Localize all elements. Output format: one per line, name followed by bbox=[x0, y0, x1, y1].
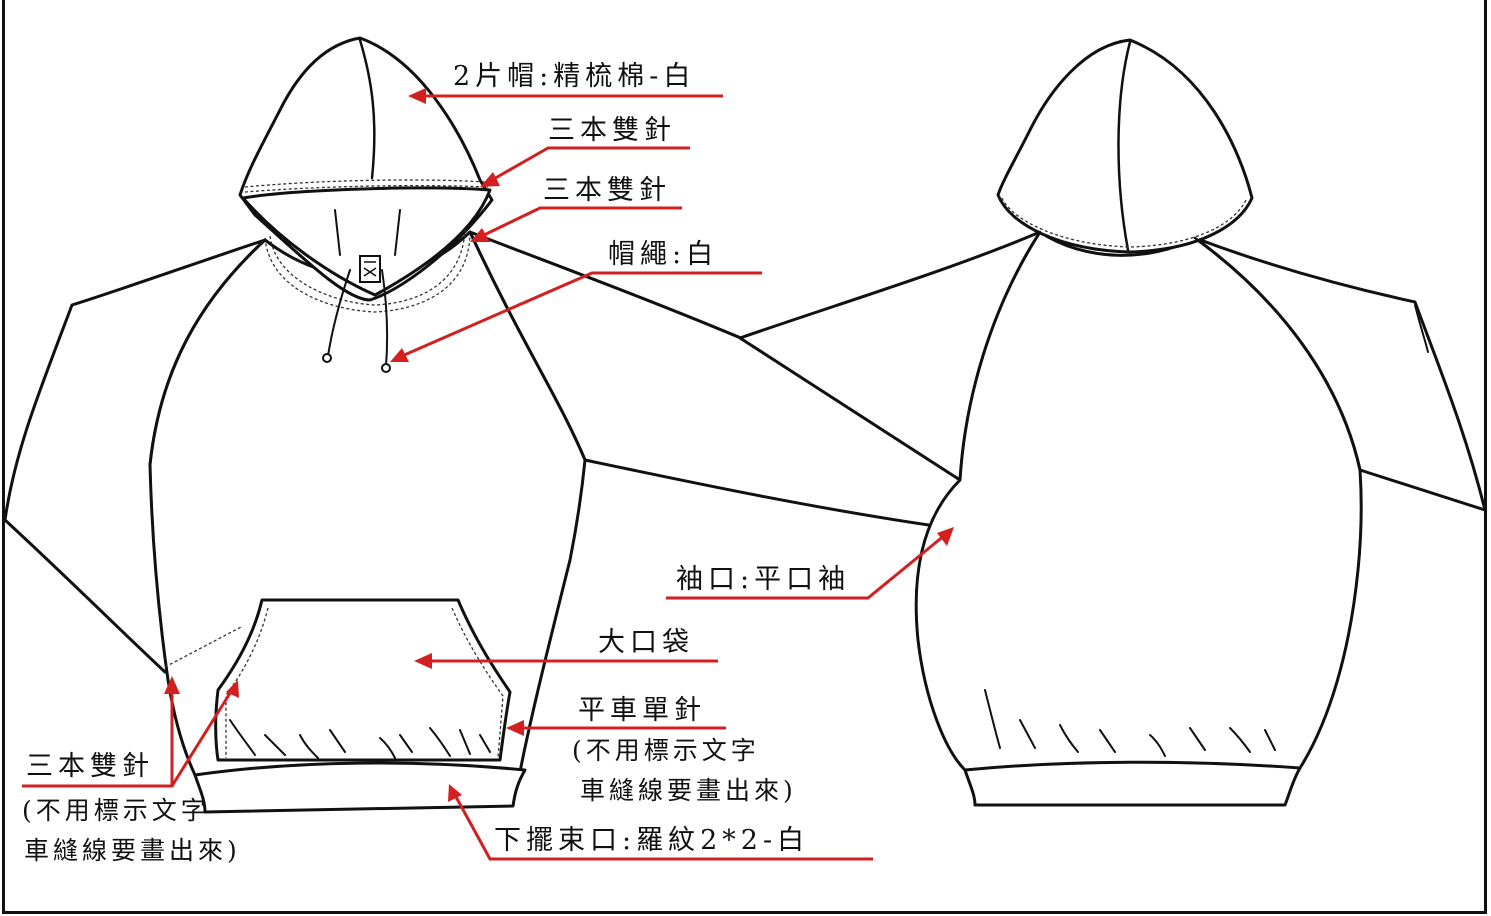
front-hood-opening bbox=[241, 186, 492, 297]
front-left-cuff-stitch bbox=[164, 625, 244, 668]
front-pocket-stitch-left bbox=[225, 607, 269, 758]
label-side-note-2: 車縫線要畫出來) bbox=[24, 836, 241, 865]
back-view bbox=[738, 38, 1487, 807]
leader-side-seam-arrow-2 bbox=[226, 680, 239, 698]
leader-hood-edge bbox=[491, 146, 690, 182]
leader-pocket-arrow bbox=[414, 653, 432, 669]
neck-label-mark bbox=[363, 261, 377, 277]
front-hood-center-seam bbox=[358, 38, 376, 180]
label-pocket: 大口袋 bbox=[598, 627, 694, 658]
drawcord-left bbox=[327, 269, 351, 357]
label-pocket-note-2: 車縫線要畫出來) bbox=[580, 776, 797, 805]
leader-cuff-arrow bbox=[937, 527, 954, 546]
front-hood-inner-fold bbox=[334, 209, 401, 256]
leader-drawcord-arrow bbox=[390, 348, 409, 362]
back-hood bbox=[996, 38, 1254, 254]
drawcord-right bbox=[381, 269, 389, 367]
neck-label bbox=[359, 255, 381, 283]
leader-side-seam bbox=[22, 689, 234, 788]
back-hood-edge-stitch bbox=[1001, 197, 1247, 248]
front-hem-rib bbox=[193, 761, 527, 814]
label-pocket-edge: 平車單針 bbox=[578, 695, 706, 726]
drawcord-tip-right bbox=[381, 363, 391, 373]
leader-cuff bbox=[666, 533, 946, 600]
back-hood-center-seam bbox=[1117, 40, 1132, 252]
drawcord-tip-left bbox=[322, 353, 332, 363]
leader-hood-arrow bbox=[408, 88, 426, 104]
front-raglan-left bbox=[148, 238, 267, 467]
label-cuff: 袖口:平口袖 bbox=[676, 564, 851, 595]
leader-side-seam-arrow-1 bbox=[164, 676, 180, 694]
front-hood-edge-stitch bbox=[244, 179, 486, 188]
front-neck-stitch bbox=[264, 231, 471, 313]
leader-lines bbox=[22, 88, 954, 861]
leader-pocket-edge-arrow bbox=[506, 720, 524, 736]
label-hood: 2片帽:精梳棉-白 bbox=[453, 61, 696, 92]
front-hood-edge-stitch-2 bbox=[244, 184, 489, 193]
back-hem-gathers bbox=[984, 689, 1276, 757]
front-pocket bbox=[214, 598, 512, 762]
label-drawcord: 帽繩:白 bbox=[608, 239, 719, 270]
label-side-note-1: (不用標示文字 bbox=[22, 796, 210, 825]
front-neck-stitch-2 bbox=[269, 229, 466, 306]
leader-neck-seam-arrow bbox=[470, 228, 490, 242]
label-side-seam: 三本雙針 bbox=[26, 751, 154, 782]
label-neck-seam: 三本雙針 bbox=[543, 175, 671, 206]
back-raglan-right bbox=[1193, 236, 1362, 472]
back-raglan-left bbox=[958, 230, 1042, 482]
back-hem-rib bbox=[963, 760, 1302, 807]
label-hood-edge: 三本雙針 bbox=[548, 115, 676, 146]
leader-hem-arrow bbox=[448, 784, 462, 802]
back-right-sleeve-fold bbox=[1414, 304, 1429, 353]
leader-neck-seam bbox=[481, 206, 682, 238]
leader-drawcord bbox=[401, 271, 762, 358]
leader-hood-edge-arrow bbox=[480, 172, 500, 187]
front-view bbox=[3, 36, 999, 814]
front-raglan-right bbox=[468, 230, 587, 462]
front-hem-gathers bbox=[229, 719, 491, 759]
leader-hem bbox=[453, 794, 873, 861]
label-hem: 下擺束口:羅紋2*2-白 bbox=[494, 825, 810, 856]
label-pocket-note-1: (不用標示文字 bbox=[572, 736, 760, 765]
